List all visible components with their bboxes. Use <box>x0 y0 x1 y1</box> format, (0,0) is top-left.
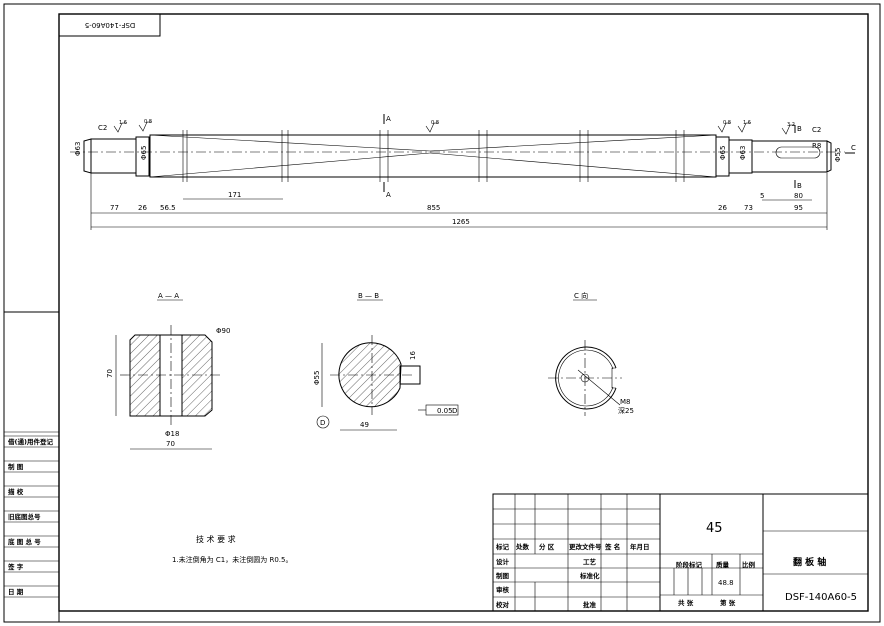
keyway <box>775 146 821 159</box>
tb-label: 分 区 <box>539 542 555 551</box>
section-a-a: A — A 70 70 Φ18 Φ90 <box>106 292 230 450</box>
diameter-label: Φ65 <box>140 146 148 160</box>
tb-label: 审核 <box>496 585 510 594</box>
section-a-mark: A <box>386 115 391 123</box>
dim-label: 70 <box>166 440 175 448</box>
mass-value: 48.8 <box>718 579 734 587</box>
roughness-icon <box>138 121 152 132</box>
radius-label: R8 <box>812 142 821 150</box>
tb-label: 共 张 <box>678 598 694 607</box>
view-c-mark: C <box>851 144 856 152</box>
view-title: A — A <box>158 292 179 300</box>
dim-label: 171 <box>228 191 241 199</box>
sidebar-label: 底 图 总 号 <box>8 537 41 546</box>
dim-label: 95 <box>794 204 803 212</box>
section-b-mark: B <box>797 182 802 190</box>
top-drawing-number: DSF-140A60-5 <box>85 21 135 29</box>
dim-label: 855 <box>427 204 440 212</box>
dim-label: 26 <box>718 204 727 212</box>
roughness-value: 0.8 <box>723 120 731 126</box>
dim-label: 70 <box>106 369 114 378</box>
roughness-icon <box>425 122 439 133</box>
dim-label: 77 <box>110 204 119 212</box>
tb-label: 制图 <box>496 571 510 580</box>
tb-label: 工艺 <box>583 557 597 566</box>
view-c: C 向 M8 深25 <box>548 291 634 416</box>
outer-border <box>3 3 881 623</box>
roughness-icon <box>781 124 795 135</box>
section-b-b: B — B Φ55 16 49 D 0.05 D <box>313 292 459 431</box>
sidebar-label: 借(通)用件登记 <box>7 437 53 446</box>
tb-label: 标准化 <box>579 571 600 580</box>
tech-req-title: 技 术 要 求 <box>196 534 236 544</box>
material: 45 <box>706 521 723 536</box>
sidebar-label: 日 期 <box>8 587 24 596</box>
dim-label: 26 <box>138 204 147 212</box>
roughness-icon <box>737 122 751 133</box>
roughness-icon <box>717 122 731 133</box>
tb-label: 设计 <box>496 557 510 566</box>
tolerance-value: 0.05 <box>437 407 453 415</box>
roughness-value: 3.2 <box>787 122 795 128</box>
tech-req-item: 1.未注倒角为 C1，未注倒圆为 R0.5。 <box>172 555 292 564</box>
tb-label: 质量 <box>716 560 730 569</box>
dim-label: Φ55 <box>313 371 321 385</box>
roughness-value: 0.8 <box>144 119 152 125</box>
sidebar-label: 描 校 <box>8 487 24 496</box>
roughness-value: 1.6 <box>119 120 127 126</box>
dim-label: 16 <box>409 351 417 360</box>
tb-label: 批准 <box>583 600 597 609</box>
roughness-value: 0.8 <box>431 120 439 126</box>
top-number-box <box>58 13 161 37</box>
roughness-icon <box>113 122 127 133</box>
dim-label: 5 <box>760 192 764 200</box>
drawing-frame <box>58 13 869 612</box>
thread-depth: 深25 <box>618 406 634 415</box>
chamfer-label: C2 <box>812 126 821 134</box>
tb-label: 更改文件号 <box>569 542 602 551</box>
tb-label: 年月日 <box>630 542 650 551</box>
tb-label: 处数 <box>515 542 530 551</box>
dim-label: 80 <box>794 192 803 200</box>
drawing-number: DSF-140A60-5 <box>785 592 857 603</box>
tb-label: 标记 <box>495 542 510 551</box>
tb-label: 比例 <box>742 560 756 569</box>
roughness-value: 1.6 <box>743 120 751 126</box>
dim-label: 49 <box>360 421 369 429</box>
sidebar-label: 旧底图总号 <box>8 512 41 521</box>
tolerance-datum: D <box>452 407 457 415</box>
section-b-mark: B <box>797 125 802 133</box>
diameter-label: Φ63 <box>739 146 747 160</box>
chamfer-label: C2 <box>98 124 107 132</box>
dim-label: Φ18 <box>165 430 179 438</box>
shaft-main-view: A A B B C C2 C2 R8 Φ63 Φ65 Φ65 Φ63 Φ55 1… <box>70 114 856 230</box>
diameter-label: Φ55 <box>834 148 842 162</box>
tb-label: 第 张 <box>720 598 736 607</box>
title-block: 45 翻 板 轴 DSF-140A60-5 48.8 阶段标记 质量 比例 共 … <box>492 493 869 612</box>
section-a-mark: A <box>386 191 391 199</box>
diameter-label: Φ63 <box>74 142 82 156</box>
datum-label: D <box>320 419 325 427</box>
view-title: B — B <box>358 292 379 300</box>
sidebar-label: 制 图 <box>8 462 24 471</box>
dim-label: Φ90 <box>216 327 230 335</box>
thread-label: M8 <box>620 398 631 406</box>
tb-label: 签 名 <box>604 542 620 551</box>
tb-label: 校对 <box>496 600 510 609</box>
dim-label: 73 <box>744 204 753 212</box>
tb-label: 阶段标记 <box>676 560 703 569</box>
dim-label: 56.5 <box>160 204 176 212</box>
view-title: C 向 <box>574 291 588 300</box>
diameter-label: Φ65 <box>719 146 727 160</box>
dim-label: 1265 <box>452 218 470 226</box>
sidebar-label: 签 字 <box>7 562 24 571</box>
part-name: 翻 板 轴 <box>793 556 826 568</box>
